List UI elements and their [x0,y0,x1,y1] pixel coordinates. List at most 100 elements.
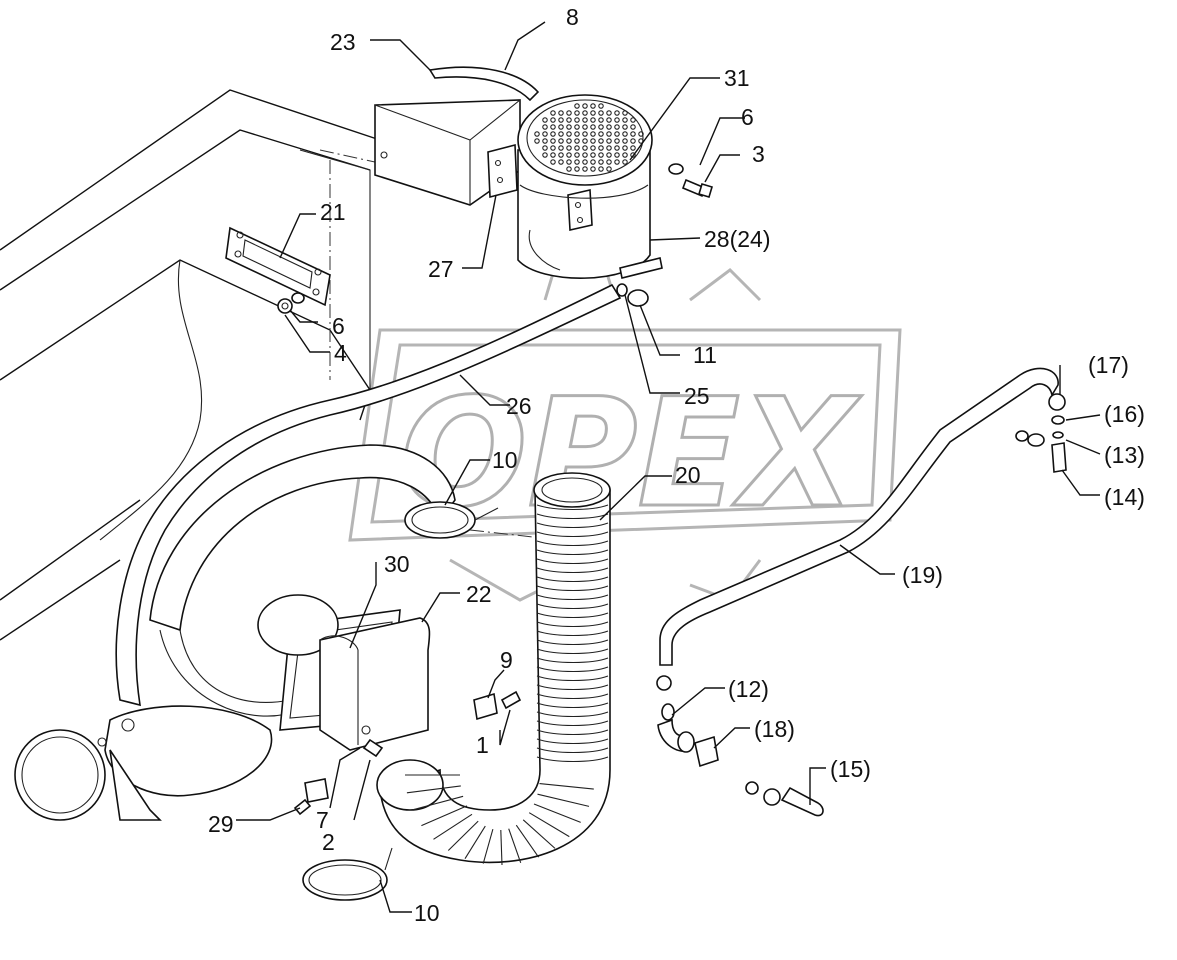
mesh-hole [606,138,612,144]
callout-17: (17) [1088,352,1129,378]
hose-ridge [536,756,609,762]
callout-28-24: 28(24) [704,226,770,252]
fitting-15 [745,781,824,817]
mesh-hole [582,152,588,158]
hose-clamp-10-lower [302,847,393,901]
callout-27: 27 [428,256,454,282]
mesh-hole [574,124,580,130]
hose-ridge [508,828,522,863]
mesh-hole [614,124,620,130]
mesh-hole [550,159,556,165]
mesh-hole [606,117,612,123]
hose-ridge [536,576,609,582]
leader-lines [236,21,1101,913]
mesh-hole [574,117,580,123]
mesh-hole [606,124,612,130]
mesh-hole [582,166,588,172]
flexible-hose-20 [376,472,611,866]
mesh-hole [558,145,564,151]
hose-ridge [536,675,609,681]
tube-26 [115,283,622,707]
blower-outlet [257,594,339,656]
hose-ridge [536,522,609,528]
mesh-hole [606,166,612,172]
mesh-hole [566,166,572,172]
hydraulic-line-19 [659,367,1059,666]
hose-ridge [536,558,609,564]
mesh-hole [606,159,612,165]
callout-1: 1 [476,732,489,758]
mesh-hole [590,117,596,123]
mesh-hole [606,152,612,158]
mesh-hole [574,152,580,158]
hose-ridge [500,829,503,866]
hose-ridge [522,819,556,849]
hose-ridge [536,567,609,573]
mesh-hole [614,110,620,116]
callout-7: 7 [316,807,329,833]
hose-ridge [536,603,609,609]
hose-ridge [536,711,609,717]
mesh-hole [550,124,556,130]
hose-ridge [536,549,609,555]
callout-10-upper: 10 [492,447,518,473]
mesh-hole [614,145,620,151]
hose-ridge [482,828,494,864]
mesh-hole [630,138,636,144]
fitting-11-25 [616,257,663,307]
mesh-hole [566,131,572,137]
callout-30: 30 [384,551,410,577]
mesh-hole [574,103,580,109]
hose-ridge [536,648,609,654]
hose-ridge [536,657,609,663]
hose-ridge [536,630,609,636]
mesh-hole [574,110,580,116]
watermark-text: OPEX [400,367,862,541]
mesh-hole [550,152,556,158]
mesh-hole [582,131,588,137]
callout-2: 2 [322,829,335,855]
mesh-hole [590,166,596,172]
mesh-hole [630,124,636,130]
mesh-hole [566,124,572,130]
mesh-hole [598,131,604,137]
mesh-hole [542,138,548,144]
mesh-hole [558,131,564,137]
callout-14: (14) [1104,484,1145,510]
callout-15: (15) [830,756,871,782]
hose-ridge [536,747,609,753]
mesh-hole [614,131,620,137]
callout-labels: 8 23 31 6 3 21 28(24) 27 6 4 11 25 26 (1… [208,4,1145,926]
mesh-hole [638,131,644,137]
callout-23: 23 [330,29,356,55]
callout-10-lower: 10 [414,900,440,926]
bolt-2 [362,738,384,758]
callout-19: (19) [902,562,943,588]
mesh-hole [566,110,572,116]
hose-ridge [533,803,581,823]
mesh-hole [606,110,612,116]
mesh-hole [598,103,604,109]
mesh-hole [566,159,572,165]
mesh-hole [566,117,572,123]
hose-ridge [536,702,609,708]
seal-strip-8 [428,66,540,102]
hose-ridge [536,540,609,546]
mesh-hole [598,166,604,172]
mesh-hole [542,131,548,137]
mesh-hole [582,117,588,123]
mesh-hole [590,110,596,116]
callout-20: 20 [675,462,701,488]
mesh-hole [566,152,572,158]
mesh-hole [590,103,596,109]
callout-18: (18) [754,716,795,742]
mesh-hole [622,131,628,137]
hose-ridge [536,612,609,618]
callout-25: 25 [684,383,710,409]
mesh-hole [542,124,548,130]
mesh-hole [582,159,588,165]
mesh-hole [598,124,604,130]
mesh-hole [598,110,604,116]
